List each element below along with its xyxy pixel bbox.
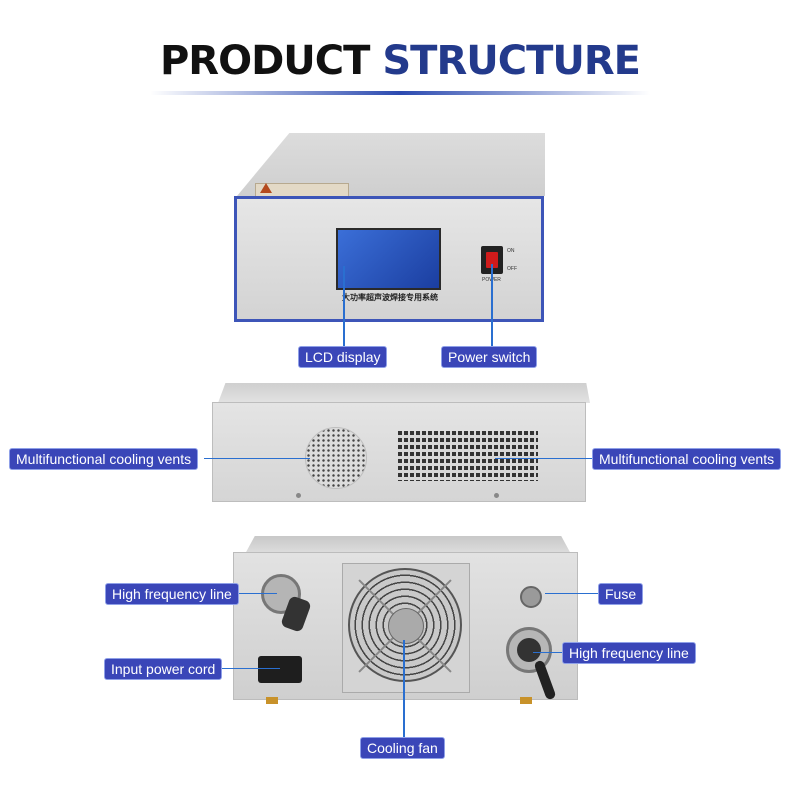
front-panel-text: 大功率超声波焊接专用系统 [342, 293, 438, 302]
rear-unit-top [245, 536, 571, 554]
fuse-holder [520, 586, 542, 608]
screw-icon [494, 493, 499, 498]
vents-right-leader-line [495, 458, 592, 459]
warning-triangle-icon [260, 183, 272, 193]
power-switch-rocker [486, 252, 498, 268]
cooling-vents-right-label: Multifunctional cooling vents [592, 448, 782, 470]
title-word-product: PRODUCT [159, 38, 370, 84]
switch-off-text: OFF [507, 266, 517, 272]
circular-vent-grille [305, 427, 367, 489]
hf-left-leader-line [233, 593, 277, 594]
unit-foot [520, 697, 532, 704]
hf-right-leader-line [533, 652, 563, 653]
hf-line-right-label: High frequency line [562, 642, 696, 664]
hf-connector-left [261, 574, 301, 614]
vents-left-leader-line [204, 458, 310, 459]
fan-hub [388, 608, 424, 644]
side-unit-top [218, 383, 590, 403]
title-word-structure: STRUCTURE [382, 38, 641, 84]
slotted-vent-grille [398, 431, 538, 481]
lcd-screen [336, 228, 441, 290]
fuse-label: Fuse [598, 583, 644, 605]
power-cord-leader-line [222, 668, 280, 669]
title-underline [150, 91, 650, 95]
hf-line-left-label: High frequency line [105, 583, 239, 605]
page-title: PRODUCT STRUCTURE [0, 36, 800, 86]
lcd-display-label: LCD display [298, 346, 388, 368]
hf-connector-right-plug [517, 638, 541, 662]
cooling-vents-left-label: Multifunctional cooling vents [9, 448, 199, 470]
power-switch-leader-line [491, 264, 493, 346]
cooling-fan-leader-line [403, 640, 405, 738]
power-switch-label: Power switch [441, 346, 538, 368]
fuse-leader-line [545, 593, 598, 594]
power-inlet-socket [258, 656, 302, 683]
cooling-fan-label: Cooling fan [360, 737, 445, 759]
switch-on-text: ON [507, 248, 515, 254]
input-power-cord-label: Input power cord [104, 658, 223, 680]
unit-foot [266, 697, 278, 704]
screw-icon [296, 493, 301, 498]
lcd-leader-line [343, 266, 345, 346]
